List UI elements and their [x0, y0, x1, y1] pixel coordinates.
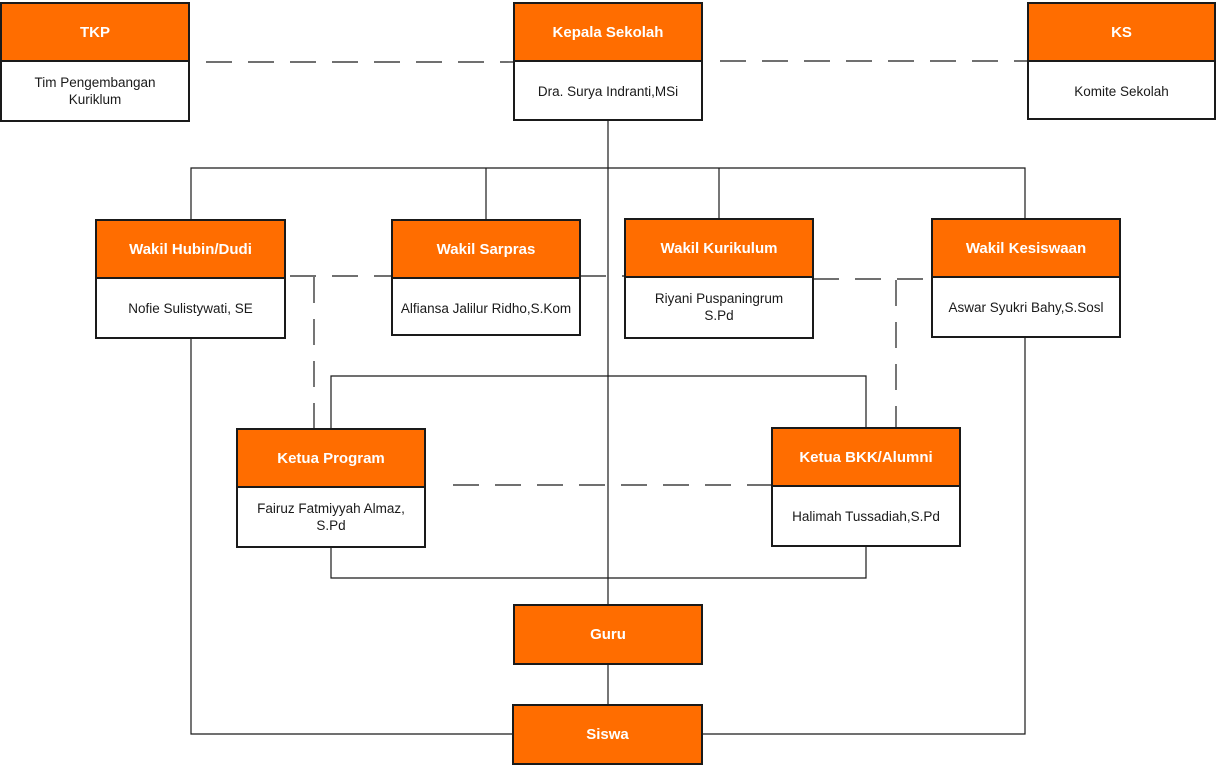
connector: [703, 337, 1026, 735]
wakil-hubin-title: Wakil Hubin/Dudi: [97, 221, 284, 279]
wakil-hubin-box: Wakil Hubin/Dudi Nofie Sulistywati, SE: [95, 219, 286, 339]
connector: [330, 375, 867, 428]
kepala-sekolah-name: Dra. Surya Indranti,MSi: [537, 83, 679, 99]
ketua-program-title: Ketua Program: [238, 430, 424, 488]
wakil-kurikulum-name: Riyani Puspaningrum S.Pd: [654, 291, 784, 323]
wakil-kurikulum-box: Wakil Kurikulum Riyani Puspaningrum S.Pd: [624, 218, 814, 339]
siswa-box: Siswa: [512, 704, 703, 765]
wakil-kurikulum-title: Wakil Kurikulum: [626, 220, 812, 278]
siswa-title: Siswa: [514, 706, 701, 763]
kepala-sekolah-box: Kepala Sekolah Dra. Surya Indranti,MSi: [513, 2, 703, 121]
wakil-kesiswaan-name: Aswar Syukri Bahy,S.Sosl: [948, 299, 1104, 315]
connector: [190, 167, 1026, 220]
tkp-title: TKP: [2, 4, 188, 62]
wakil-sarpras-name: Alfiansa Jalilur Ridho,S.Kom: [400, 300, 572, 316]
ketua-bkk-box: Ketua BKK/Alumni Halimah Tussadiah,S.Pd: [771, 427, 961, 547]
kepala-sekolah-title: Kepala Sekolah: [515, 4, 701, 62]
wakil-kesiswaan-title: Wakil Kesiswaan: [933, 220, 1119, 278]
ks-box: KS Komite Sekolah: [1027, 2, 1216, 120]
ketua-bkk-name: Halimah Tussadiah,S.Pd: [792, 508, 940, 524]
wakil-sarpras-title: Wakil Sarpras: [393, 221, 579, 279]
wakil-kesiswaan-box: Wakil Kesiswaan Aswar Syukri Bahy,S.Sosl: [931, 218, 1121, 338]
guru-title: Guru: [515, 606, 701, 663]
ks-title: KS: [1029, 4, 1214, 62]
ketua-program-name: Fairuz Fatmiyyah Almaz, S.Pd: [257, 501, 405, 533]
wakil-hubin-name: Nofie Sulistywati, SE: [128, 300, 253, 316]
connector: [330, 547, 867, 579]
guru-box: Guru: [513, 604, 703, 665]
connector: [190, 337, 513, 735]
ketua-program-box: Ketua Program Fairuz Fatmiyyah Almaz, S.…: [236, 428, 426, 548]
ks-name: Komite Sekolah: [1074, 83, 1169, 99]
ketua-bkk-title: Ketua BKK/Alumni: [773, 429, 959, 487]
tkp-name: Tim Pengembangan Kuriklum: [34, 75, 156, 107]
wakil-sarpras-box: Wakil Sarpras Alfiansa Jalilur Ridho,S.K…: [391, 219, 581, 336]
tkp-box: TKP Tim Pengembangan Kuriklum: [0, 2, 190, 122]
